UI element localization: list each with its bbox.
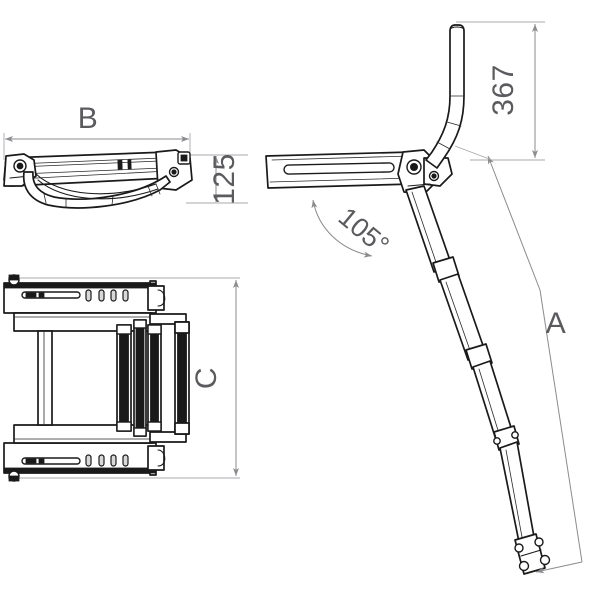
dim-a-leader-bottom [535,561,583,574]
dim-a-label: A [546,307,567,340]
deployed-handrail [425,24,465,169]
dim-125: 125 [208,153,241,205]
deployed-view [265,21,551,575]
ladder-foot [514,533,551,575]
dim-367-label: 367 [487,64,520,116]
deployed-step-platform [265,151,415,189]
side-view-folded [3,133,248,209]
dim-a-reference-tick [454,145,493,161]
plan-top-rail [3,274,166,314]
dim-a: A [454,145,583,574]
plan-bottom-rail [3,442,166,482]
dim-367: 367 [487,24,538,158]
dim-b-label: B [78,102,99,135]
plan-left-siderail [37,330,53,426]
folded-handrail-tube [22,171,171,209]
dim-b: B [5,102,189,142]
folded-ladder-legs [35,173,161,200]
dim-a-leader-mid [539,289,583,563]
plan-view [3,274,240,482]
plan-telescoping-tubes [116,319,190,437]
dim-a-leader-top [487,155,541,291]
dim-125-label: 125 [208,153,241,205]
dim-c-label: C [190,367,223,389]
dim-angle-arc [311,199,373,258]
dim-c: C [190,280,239,476]
deployed-telescoping-ladder [405,185,551,575]
